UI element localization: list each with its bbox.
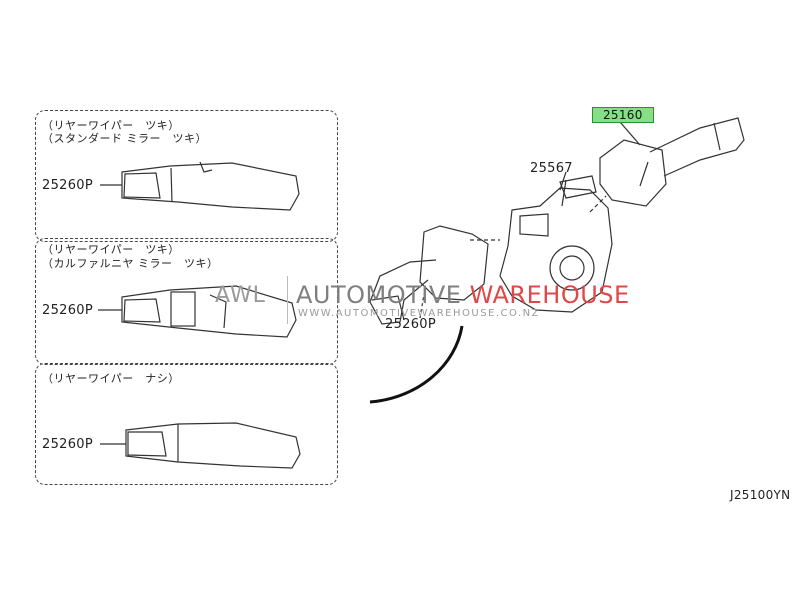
light-lever bbox=[369, 259, 437, 325]
variant-panel-3 bbox=[35, 363, 338, 485]
panel-2-part-number: 25260P bbox=[42, 303, 93, 318]
watermark-logo-awl: AWL bbox=[215, 283, 266, 308]
callout-25160-highlighted: 25160 bbox=[592, 107, 654, 123]
watermark-brand-warehouse: WAREHOUSE bbox=[469, 281, 630, 309]
clock-spring-ring bbox=[549, 245, 595, 291]
panel-2-caption-line-2: （カルファルニヤ ミラー ツキ） bbox=[42, 257, 219, 270]
panel-3-caption-line-1: （リヤーワイパー ナシ） bbox=[42, 372, 180, 385]
variant-panel-2 bbox=[35, 238, 338, 365]
variant-panel-1 bbox=[35, 110, 338, 242]
wiring-harness bbox=[369, 325, 464, 404]
watermark-brand-automotive: AUTOMOTIVE bbox=[296, 281, 470, 309]
diagram-code: J25100YN bbox=[730, 488, 791, 502]
panel-2-caption-line-1: （リヤーワイパー ツキ） bbox=[42, 243, 180, 256]
panel-2-lever bbox=[121, 285, 297, 338]
callout-25567: 25567 bbox=[530, 161, 573, 176]
leader-25260P bbox=[419, 293, 425, 319]
panel-1-caption-line-2: （スタンダード ミラー ツキ） bbox=[42, 132, 207, 145]
panel-3-part-number: 25260P bbox=[42, 437, 93, 452]
callout-25260P: 25260P bbox=[385, 317, 436, 332]
panel-1-part-number: 25260P bbox=[42, 178, 93, 193]
panel-1-caption-line-1: （リヤーワイパー ツキ） bbox=[42, 119, 180, 132]
watermark-divider bbox=[287, 276, 288, 324]
watermark-brand: AUTOMOTIVE WAREHOUSE bbox=[296, 281, 630, 309]
wiper-switch-body bbox=[599, 139, 667, 207]
light-switch-body bbox=[419, 225, 489, 301]
watermark-url: WWW.AUTOMOTIVEWAREHOUSE.CO.NZ bbox=[298, 308, 541, 319]
switch-body bbox=[499, 187, 613, 313]
wiper-lever bbox=[649, 117, 745, 177]
panel-3-lever bbox=[125, 422, 301, 469]
leader-25567 bbox=[559, 171, 567, 191]
leader-25160 bbox=[619, 121, 641, 146]
